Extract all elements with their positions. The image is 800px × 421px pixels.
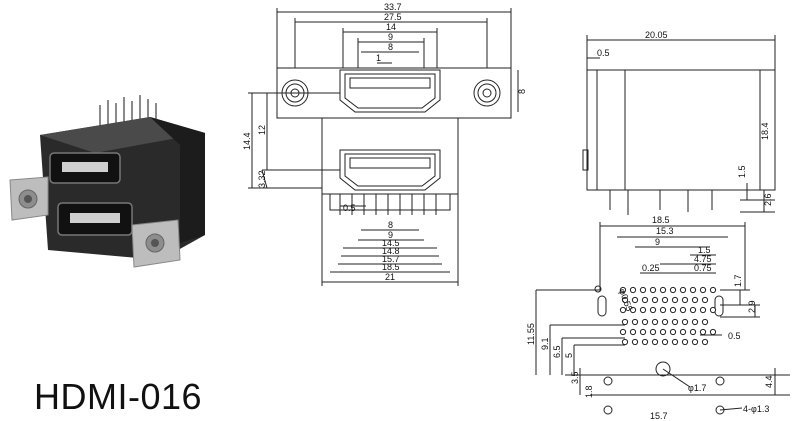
- pcb-pad: [701, 296, 709, 304]
- pcb-pad: [619, 306, 627, 314]
- pcb-pad: [689, 306, 697, 314]
- pcb-pad: [651, 296, 659, 304]
- connector-photo: [9, 95, 205, 268]
- pcb-pad: [621, 296, 629, 304]
- pcb-pad: [681, 296, 689, 304]
- pcb-pad: [621, 318, 629, 326]
- pcb-pad: [619, 328, 627, 336]
- pcb-pad: [639, 306, 647, 314]
- pcb-pad: [629, 328, 637, 336]
- pcb-pad: [689, 286, 697, 294]
- pcb-pad: [661, 296, 669, 304]
- pcb-pad: [629, 306, 637, 314]
- pcb-pad: [699, 286, 707, 294]
- pcb-pad: [709, 306, 717, 314]
- pcb-pad: [641, 338, 649, 346]
- pcb-pad: [671, 318, 679, 326]
- pcb-pad: [671, 338, 679, 346]
- pcb-pad: [631, 318, 639, 326]
- pcb-pad: [681, 318, 689, 326]
- pcb-pad: [651, 338, 659, 346]
- model-title: HDMI-016: [34, 376, 203, 417]
- pcb-pad: [659, 306, 667, 314]
- pcb-pad: [689, 328, 697, 336]
- pcb-pad: [659, 286, 667, 294]
- pcb-pad: [699, 328, 707, 336]
- pcb-pad: [651, 318, 659, 326]
- pcb-pad: [659, 328, 667, 336]
- pcb-pad: [639, 328, 647, 336]
- pcb-pad: [641, 296, 649, 304]
- pcb-pad: [619, 286, 627, 294]
- pcb-pad: [691, 296, 699, 304]
- pcb-pad: [709, 328, 717, 336]
- pcb-pad: [661, 318, 669, 326]
- pcb-pad: [621, 338, 629, 346]
- pcb-pad: [701, 318, 709, 326]
- pcb-pad: [631, 296, 639, 304]
- pcb-pad: [629, 286, 637, 294]
- pcb-pad: [631, 338, 639, 346]
- pcb-pad: [649, 286, 657, 294]
- pcb-pad: [679, 306, 687, 314]
- pcb-pad: [679, 286, 687, 294]
- pcb-pad: [669, 286, 677, 294]
- pcb-pad: [639, 286, 647, 294]
- pcb-pad: [641, 318, 649, 326]
- pcb-pad: [709, 286, 717, 294]
- pcb-pad: [681, 338, 689, 346]
- pcb-pad: [691, 318, 699, 326]
- pcb-pad: [661, 338, 669, 346]
- pcb-pad: [691, 338, 699, 346]
- pcb-pad: [649, 328, 657, 336]
- pcb-pad: [699, 306, 707, 314]
- pcb-pad: [701, 338, 709, 346]
- pcb-pad: [649, 306, 657, 314]
- pcb-pad: [669, 328, 677, 336]
- pcb-pad: [669, 306, 677, 314]
- pcb-pad: [671, 296, 679, 304]
- pcb-pad: [679, 328, 687, 336]
